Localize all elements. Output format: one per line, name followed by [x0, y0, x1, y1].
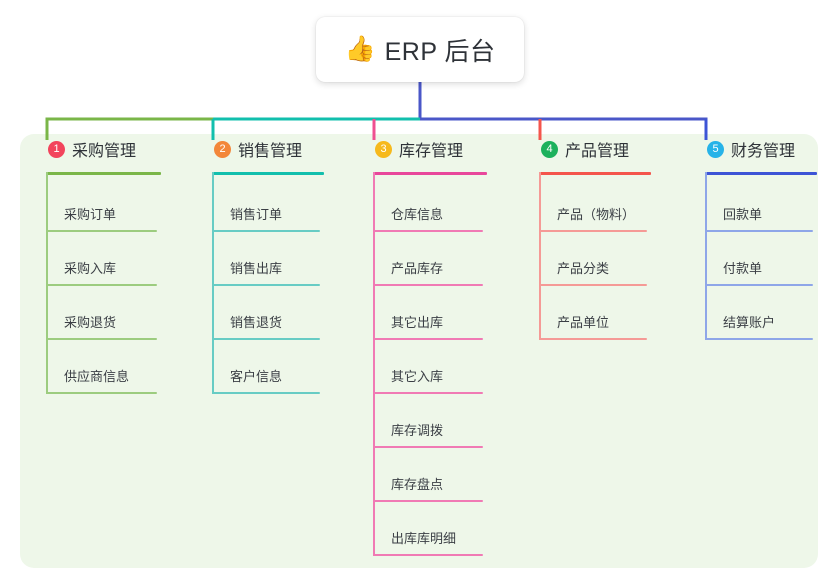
leaf-underline — [212, 392, 320, 394]
branch-title: 财务管理 — [731, 143, 796, 160]
leaf-item-label: 库存调拨 — [391, 423, 444, 438]
leaf-item[interactable]: 产品分类 — [539, 232, 647, 286]
leaf-item-label: 销售订单 — [230, 207, 283, 222]
branch-trunk-line — [705, 172, 707, 340]
leaf-underline — [373, 338, 483, 340]
branch-trunk-line — [212, 172, 214, 394]
leaf-underline — [373, 284, 483, 286]
branch-column-4: 4 产品管理产品（物料） 产品分类产品单位 — [527, 134, 651, 340]
leaf-underline — [212, 284, 320, 286]
leaf-underline — [373, 500, 483, 502]
leaf-underline — [539, 338, 647, 340]
leaf-item[interactable]: 采购订单 — [46, 178, 157, 232]
branch-title: 采购管理 — [72, 143, 137, 160]
branch-title: 销售管理 — [238, 143, 303, 160]
branch-underline — [705, 172, 817, 175]
leaf-item-label: 回款单 — [723, 207, 763, 222]
branch-title: 库存管理 — [399, 143, 464, 160]
thumbs-up-icon: 👍 — [344, 35, 376, 63]
branch-column-2: 2 销售管理销售订单销售出库销售退货客户信息 — [200, 134, 324, 394]
branch-underline — [46, 172, 161, 175]
leaf-item[interactable]: 采购退货 — [46, 286, 157, 340]
branches-panel — [20, 134, 818, 568]
leaf-item-label: 采购入库 — [64, 261, 117, 276]
branch-number-badge: 5 — [707, 140, 724, 158]
leaf-underline — [46, 284, 157, 286]
leaf-item[interactable]: 供应商信息 — [46, 340, 157, 394]
leaf-item[interactable]: 产品（物料） — [539, 178, 647, 232]
branch-number-badge: 4 — [541, 140, 558, 158]
leaf-underline — [373, 554, 483, 556]
leaf-item[interactable]: 其它入库 — [373, 340, 483, 394]
leaf-underline — [212, 230, 320, 232]
leaf-item-label: 采购退货 — [64, 315, 117, 330]
leaf-item[interactable]: 结算账户 — [705, 286, 813, 340]
leaf-item-label: 付款单 — [723, 261, 763, 276]
leaf-item-label: 产品库存 — [391, 261, 444, 276]
leaf-underline — [212, 338, 320, 340]
leaf-underline — [705, 338, 813, 340]
leaf-underline — [539, 284, 647, 286]
leaf-underline — [373, 230, 483, 232]
leaf-underline — [373, 392, 483, 394]
root-node[interactable]: 👍 ERP 后台 — [316, 17, 524, 82]
leaf-item[interactable]: 仓库信息 — [373, 178, 483, 232]
leaf-item[interactable]: 客户信息 — [212, 340, 320, 394]
branch-header-5[interactable]: 5 财务管理 — [693, 134, 795, 164]
branch-trunk-line — [373, 172, 375, 556]
branch-number-badge: 3 — [375, 140, 392, 158]
leaf-underline — [46, 338, 157, 340]
branch-header-2[interactable]: 2 销售管理 — [200, 134, 302, 164]
root-title: ERP 后台 — [384, 37, 496, 66]
leaf-item-label: 结算账户 — [723, 315, 776, 330]
branch-header-1[interactable]: 1 采购管理 — [34, 134, 136, 164]
leaf-item-label: 仓库信息 — [391, 207, 444, 222]
leaf-underline — [373, 446, 483, 448]
branch-underline — [539, 172, 651, 175]
leaf-item-label: 客户信息 — [230, 369, 283, 384]
leaf-item-label: 其它出库 — [391, 315, 444, 330]
branch-title: 产品管理 — [565, 143, 630, 160]
leaf-item[interactable]: 库存盘点 — [373, 448, 483, 502]
leaf-item-label: 库存盘点 — [391, 477, 444, 492]
branch-underline — [212, 172, 324, 175]
leaf-item[interactable]: 出库库明细 — [373, 502, 483, 556]
branch-underline — [373, 172, 487, 175]
leaf-underline — [46, 392, 157, 394]
leaf-item-label: 采购订单 — [64, 207, 117, 222]
branch-trunk-line — [539, 172, 541, 340]
leaf-item[interactable]: 销售退货 — [212, 286, 320, 340]
leaf-item[interactable]: 销售订单 — [212, 178, 320, 232]
leaf-item-label: 产品单位 — [557, 315, 610, 330]
branch-header-4[interactable]: 4 产品管理 — [527, 134, 629, 164]
leaf-item[interactable]: 销售出库 — [212, 232, 320, 286]
leaf-item-label: 供应商信息 — [64, 369, 130, 384]
leaf-item[interactable]: 库存调拨 — [373, 394, 483, 448]
connector-paths — [45, 82, 708, 140]
leaf-item[interactable]: 采购入库 — [46, 232, 157, 286]
leaf-underline — [539, 230, 647, 232]
leaf-item-label: 销售退货 — [230, 315, 283, 330]
leaf-item-label: 出库库明细 — [391, 531, 457, 546]
leaf-underline — [705, 284, 813, 286]
branch-trunk-line — [46, 172, 48, 394]
leaf-item-label: 产品分类 — [557, 261, 610, 276]
leaf-item[interactable]: 产品单位 — [539, 286, 647, 340]
branch-number-badge: 1 — [48, 140, 65, 158]
branch-number-badge: 2 — [214, 140, 231, 158]
branch-column-5: 5 财务管理回款单付款单结算账户 — [693, 134, 817, 340]
leaf-item[interactable]: 其它出库 — [373, 286, 483, 340]
branch-column-1: 1 采购管理采购订单采购入库采购退货供应商信息 — [34, 134, 161, 394]
leaf-item[interactable]: 回款单 — [705, 178, 813, 232]
leaf-item[interactable]: 付款单 — [705, 232, 813, 286]
leaf-item-label: 其它入库 — [391, 369, 444, 384]
leaf-underline — [46, 230, 157, 232]
branch-column-3: 3 库存管理仓库信息产品库存其它出库其它入库库存调拨库存盘点出库库明细 — [361, 134, 487, 556]
leaf-item[interactable]: 产品库存 — [373, 232, 483, 286]
leaf-underline — [705, 230, 813, 232]
leaf-item-label: 产品（物料） — [557, 207, 636, 222]
branch-columns: 1 采购管理采购订单采购入库采购退货供应商信息 2 销售管理销售订单销售出库销售退货客… — [20, 134, 818, 568]
branch-header-3[interactable]: 3 库存管理 — [361, 134, 463, 164]
leaf-item-label: 销售出库 — [230, 261, 283, 276]
